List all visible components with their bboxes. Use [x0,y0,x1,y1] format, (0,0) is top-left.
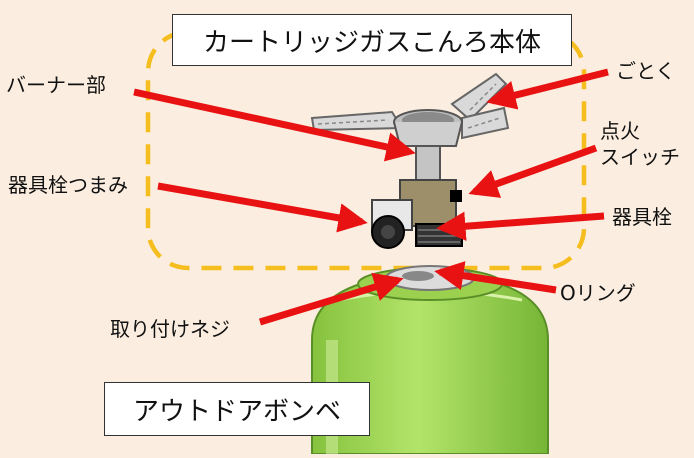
ignition-button [450,190,462,202]
gotoku-arm-left [310,110,404,132]
label-valve: 器具栓 [612,205,672,229]
label-ignition-line2: スイッチ [600,145,680,169]
label-oring: Oリング [560,281,636,305]
label-knob: 器具栓つまみ [8,173,128,197]
arrow-burner [133,88,416,162]
label-gotoku: ごとく [616,59,676,83]
label-ignition-line1: 点火 [600,119,640,143]
arrow-gotoku [486,68,609,110]
arrow-ignition [468,144,598,198]
burner-tube [415,145,441,183]
title-box: カートリッジガスこんろ本体 [172,14,572,66]
canister-name-text: アウトドアボンベ [132,396,341,427]
stove-body-outline [145,29,587,271]
canister-name-box: アウトドアボンベ [104,382,370,436]
pointer-arrows [133,68,609,326]
label-burner: バーナー部 [6,73,106,97]
title-text: カートリッジガスこんろ本体 [202,27,541,58]
label-screw: 取り付けネジ [110,317,230,341]
arrow-screw [258,272,404,326]
arrow-valve [436,211,605,241]
arrow-knob [157,182,368,233]
arrow-oring [434,261,557,294]
